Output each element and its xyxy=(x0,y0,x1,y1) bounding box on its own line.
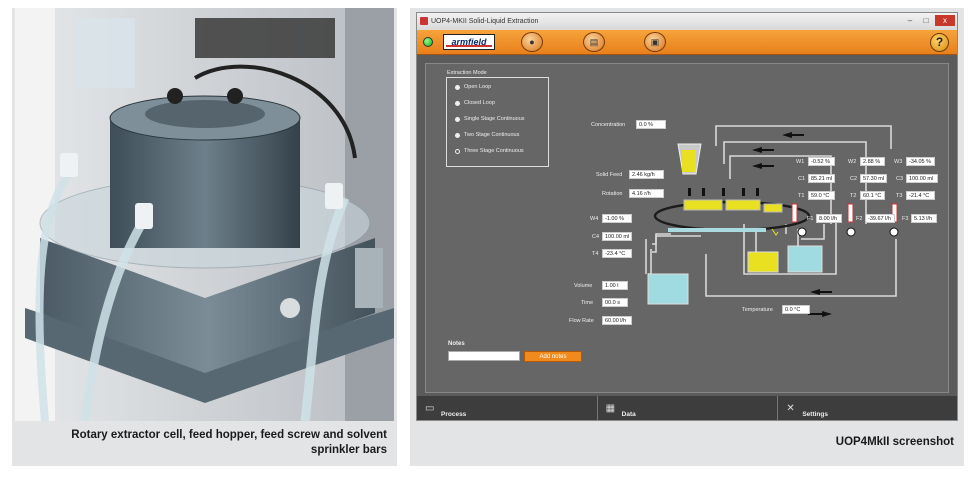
add-notes-button[interactable]: Add notes xyxy=(524,351,582,362)
mode-option-open-loop[interactable]: Open Loop xyxy=(455,84,491,90)
extraction-mode-group: Extraction Mode Open Loop Closed Loop Si… xyxy=(446,70,549,167)
f2-value: -39.67 l/h xyxy=(865,214,895,223)
temperature-value: 0.0 °C xyxy=(782,305,810,314)
f3-value: 5.13 l/h xyxy=(911,214,937,223)
process-diagram xyxy=(645,125,899,317)
radio-selected-icon xyxy=(455,148,460,154)
radio-icon xyxy=(455,100,460,106)
t3-label: T3 xyxy=(896,193,903,199)
mode-option-closed-loop[interactable]: Closed Loop xyxy=(455,100,495,106)
w1-value: -0.52 % xyxy=(808,157,835,166)
f2-label: F2 xyxy=(856,216,863,222)
f3-label: F3 xyxy=(902,216,909,222)
minimize-button[interactable]: – xyxy=(907,16,913,25)
w2-value: 2.88 % xyxy=(860,157,885,166)
t4-value: -23.4 °C xyxy=(602,249,632,258)
process-panel: Extraction Mode Open Loop Closed Loop Si… xyxy=(425,63,949,393)
window-title: UOP4-MKII Solid-Liquid Extraction xyxy=(431,18,539,25)
screenshot-caption: UOP4MkII screenshot xyxy=(835,436,954,448)
maximize-button[interactable]: □ xyxy=(923,16,929,25)
photo-panel: Rotary extractor cell, feed hopper, feed… xyxy=(12,8,397,466)
f1-label: F1 xyxy=(807,216,814,222)
c4-label: C4 xyxy=(592,234,600,240)
extractor-photo xyxy=(15,8,394,421)
w4-label: W4 xyxy=(590,216,599,222)
tab-process[interactable]: ▭ Process xyxy=(417,396,598,420)
time-label: Time xyxy=(581,300,594,306)
t2-label: T2 xyxy=(850,193,857,199)
volume-label: Volume xyxy=(574,283,593,289)
volume-value: 1.00 l xyxy=(602,281,628,290)
w4-value: -1.00 % xyxy=(602,214,632,223)
notes-input[interactable] xyxy=(448,351,520,361)
power-icon: ● xyxy=(529,37,535,47)
photo-caption: Rotary extractor cell, feed hopper, feed… xyxy=(71,429,387,456)
radio-icon xyxy=(455,132,460,138)
w3-value: -34.05 % xyxy=(906,157,935,166)
mode-option-three-stage[interactable]: Three Stage Continuous xyxy=(455,148,524,154)
monitor-icon: ▭ xyxy=(425,403,435,414)
save-button[interactable]: ▤ xyxy=(583,32,605,52)
c3-label: C3 xyxy=(896,176,904,182)
close-button[interactable]: x xyxy=(935,15,955,26)
report-icon: ▣ xyxy=(650,36,660,47)
status-led-icon xyxy=(423,37,433,47)
w2-label: W2 xyxy=(848,159,857,165)
help-button[interactable]: ? xyxy=(930,33,949,52)
toolbar: armfield ● ▤ ▣ ? xyxy=(417,30,957,55)
tools-icon: ✕ xyxy=(786,403,795,414)
t2-value: 60.1 °C xyxy=(860,191,885,200)
c1-value: 85.21 ml xyxy=(808,174,835,183)
c3-value: 100.00 ml xyxy=(906,174,938,183)
temperature-label: Temperature xyxy=(742,307,773,313)
w3-label: W3 xyxy=(894,159,903,165)
t3-value: -21.4 °C xyxy=(906,191,935,200)
solid-feed-value: 2.46 kg/h xyxy=(629,170,664,179)
table-icon: ▦ xyxy=(605,403,616,414)
f1-value: 8.00 l/h xyxy=(816,214,842,223)
t1-label: T1 xyxy=(798,193,805,199)
rotation-value: 4.16 r/h xyxy=(629,189,664,198)
c2-value: 57.30 ml xyxy=(860,174,887,183)
rotation-label: Rotation xyxy=(602,191,623,197)
c4-value: 100.00 ml xyxy=(602,232,632,241)
t4-label: T4 xyxy=(592,251,599,257)
flow-rate-value: 60.00 l/h xyxy=(602,316,632,325)
run-button[interactable]: ● xyxy=(521,32,543,52)
screenshot-panel: UOP4-MKII Solid-Liquid Extraction – □ x … xyxy=(410,8,964,466)
w1-label: W1 xyxy=(796,159,805,165)
concentration-value: 0.0 % xyxy=(636,120,666,129)
app-icon xyxy=(420,17,428,25)
solid-feed-label: Solid Feed xyxy=(596,172,623,178)
tab-settings[interactable]: ✕ Settings xyxy=(778,396,957,420)
armfield-logo: armfield xyxy=(443,34,495,50)
bottom-tab-bar: ▭ Process ▦ Data ✕ Settings xyxy=(417,396,957,420)
app-window: UOP4-MKII Solid-Liquid Extraction – □ x … xyxy=(416,12,958,421)
t1-value: 59.0 °C xyxy=(808,191,835,200)
window-titlebar: UOP4-MKII Solid-Liquid Extraction – □ x xyxy=(417,13,957,30)
concentration-label: Concentration xyxy=(591,122,626,128)
report-button[interactable]: ▣ xyxy=(644,32,666,52)
radio-icon xyxy=(455,84,460,90)
radio-icon xyxy=(455,116,460,122)
flow-rate-label: Flow Rate xyxy=(569,318,594,324)
c1-label: C1 xyxy=(798,176,806,182)
tab-data[interactable]: ▦ Data xyxy=(598,396,779,420)
c2-label: C2 xyxy=(850,176,858,182)
mode-option-two-stage[interactable]: Two Stage Continuous xyxy=(455,132,519,138)
notes-label: Notes xyxy=(448,341,465,347)
save-icon: ▤ xyxy=(589,36,599,47)
time-value: 00.0 s xyxy=(602,298,628,307)
extraction-mode-title: Extraction Mode xyxy=(447,70,487,76)
mode-option-single-stage[interactable]: Single Stage Continuous xyxy=(455,116,525,122)
